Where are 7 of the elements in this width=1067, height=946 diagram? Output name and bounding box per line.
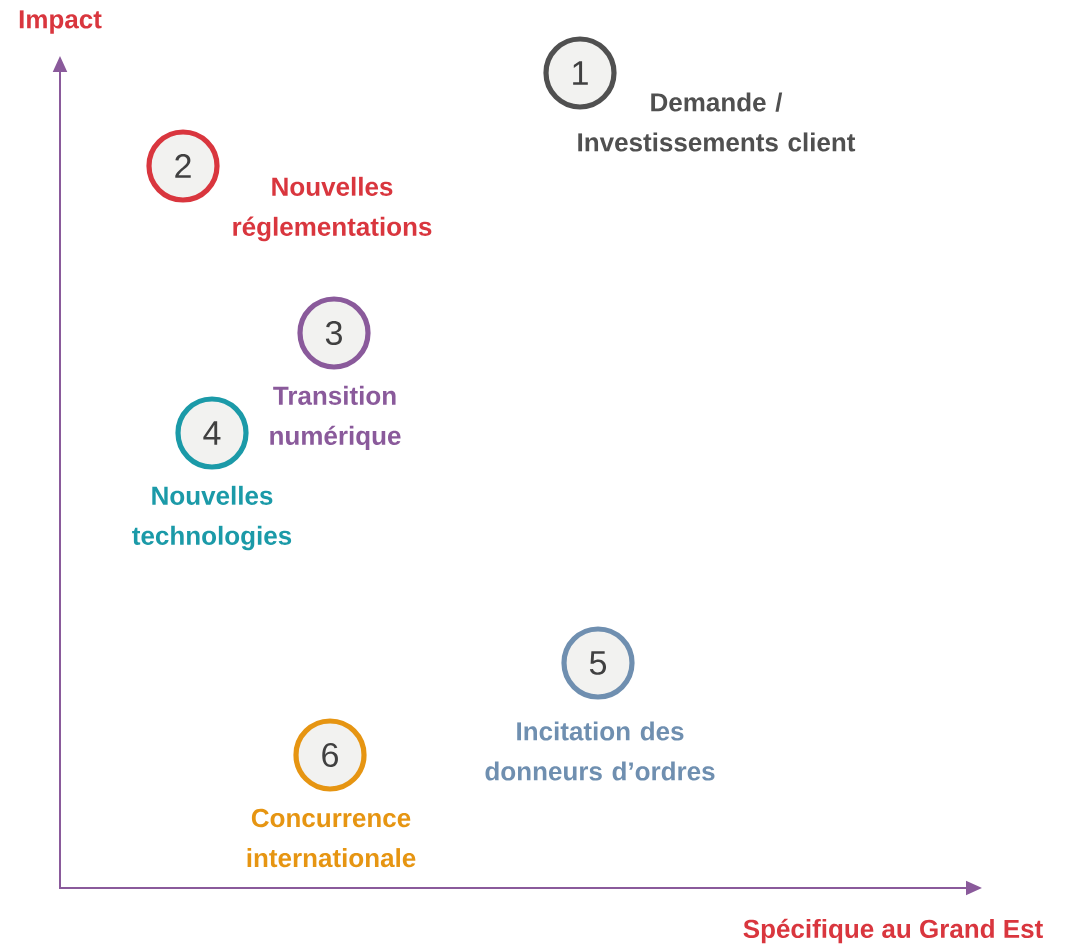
factor-label: Transition numérique — [270, 385, 401, 451]
axis-label: Spécifique au Grand Est — [743, 918, 1043, 944]
factor-label: Concurrence internationale — [247, 808, 416, 868]
factor-label: Incitation des donneurs d’ordres — [485, 721, 715, 781]
factor-label: Nouvelles technologies — [132, 485, 292, 551]
axis-label: Impact — [19, 10, 102, 34]
factor-label: Nouvelles réglementations — [233, 176, 432, 242]
